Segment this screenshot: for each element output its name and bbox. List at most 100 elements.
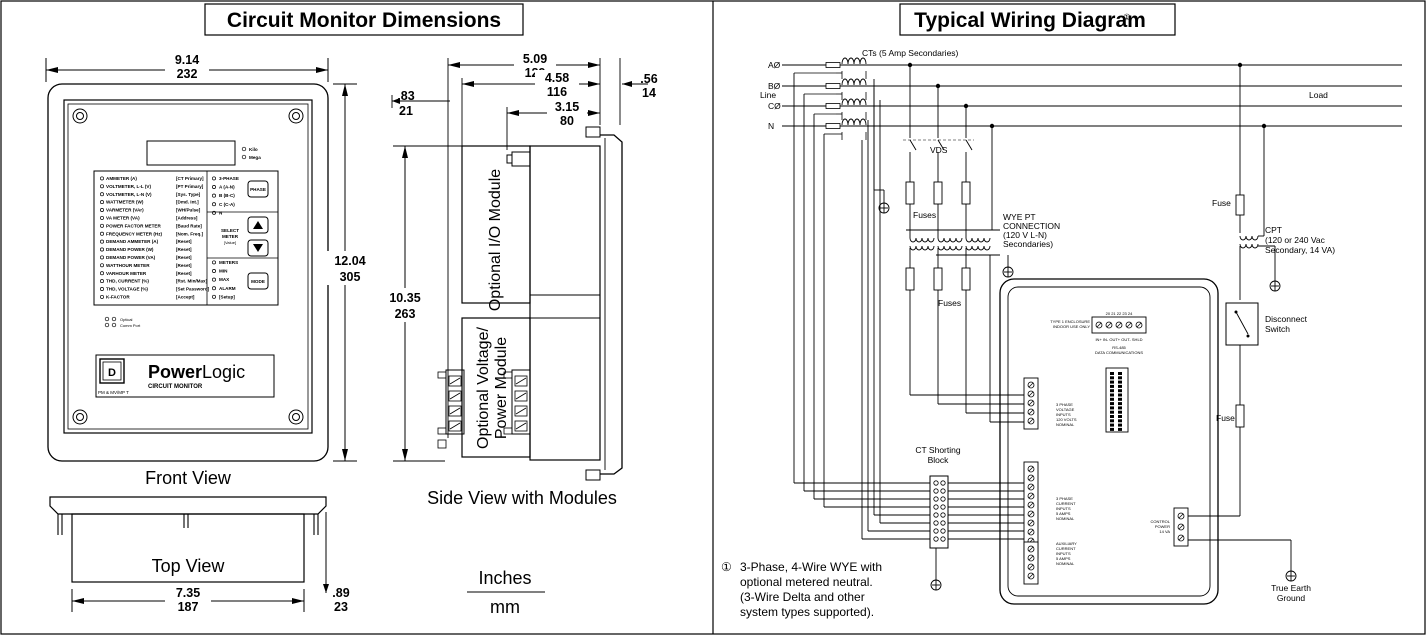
square-d-logo-inner <box>102 361 122 381</box>
left-title: Circuit Monitor Dimensions <box>227 9 501 32</box>
meter-param: [Address] <box>176 216 198 221</box>
pin-header-pin <box>1118 419 1122 423</box>
terminal-screw <box>1177 534 1185 542</box>
note-line-4: system types supported). <box>740 605 874 619</box>
units-mm: mm <box>490 597 520 617</box>
rs485-slot <box>1116 322 1122 328</box>
disconnect-line-2: Switch <box>1265 324 1290 334</box>
select-down-button[interactable] <box>247 239 269 257</box>
value-label: [Value] <box>224 240 236 245</box>
shorting-screw <box>933 480 939 486</box>
square-d-letter: D <box>108 367 116 379</box>
wye-pt-text: WYE PT CONNECTION (120 V L-N) Secondarie… <box>1003 212 1060 249</box>
shorting-screw <box>940 488 946 494</box>
side-body-dim-bg <box>547 99 587 127</box>
front-view-inner <box>67 103 309 430</box>
pin-header-pin <box>1118 415 1122 418</box>
meter-name: VOLTMETER, L-N (V) <box>106 192 152 197</box>
fuse-icon <box>905 181 915 205</box>
optical-label: Optical <box>120 317 133 322</box>
shorting-screw <box>940 528 946 534</box>
meter-param: [Reset] <box>176 263 192 268</box>
current-input-label: INPUTS <box>1056 506 1071 511</box>
display-window <box>146 140 236 166</box>
pin-header-pin <box>1110 427 1114 431</box>
ct-marker-2 <box>825 103 841 109</box>
fuse-label-1: Fuse <box>1212 198 1231 208</box>
enclosure-label-1: TYPE 1 ENCLOSURE <box>1050 319 1090 324</box>
ct-marker-3 <box>825 123 841 129</box>
mode-item: METERS <box>219 260 238 265</box>
wye-pt-line-2: CONNECTION <box>1003 221 1060 231</box>
cts-label: CTs (5 Amp Secondaries) <box>862 48 959 58</box>
aux-input-label: INPUTS <box>1056 551 1071 556</box>
shorting-screw <box>940 536 946 542</box>
fuses-label-2: Fuses <box>938 298 961 308</box>
pin-header-pin <box>1118 380 1122 384</box>
rs485-slot <box>1136 322 1142 328</box>
phase-label-2: CØ <box>768 101 781 111</box>
phase-button[interactable] <box>247 180 269 198</box>
ground-icon <box>878 202 890 214</box>
height-arrow-top <box>342 84 348 96</box>
voltage-input-label: 3 PHASE <box>1056 402 1073 407</box>
rs485-label-2: DATA COMMUNICATIONS <box>1095 350 1143 355</box>
terminal-slot <box>1028 493 1034 499</box>
terminal-screw <box>1027 572 1035 580</box>
meter-name: THD, CURRENT (%) <box>106 279 149 284</box>
brand-name: PowerLogic <box>148 362 245 382</box>
mode-button[interactable] <box>247 272 269 290</box>
pin-header-pin <box>1110 393 1114 397</box>
front-screw-tl <box>72 108 88 124</box>
side-height-arrow-bottom <box>402 449 408 461</box>
terminal-tab <box>437 371 447 379</box>
phase-label-0: AØ <box>768 60 781 70</box>
ct-coil-icon <box>841 98 867 106</box>
meter-param: [Sys. Type] <box>176 192 201 197</box>
vds-blade <box>937 139 945 151</box>
right-title-mark: ① <box>1123 12 1131 22</box>
meter-led <box>100 231 104 236</box>
pin-header-pin <box>1118 389 1122 393</box>
terminal-screw <box>448 420 462 432</box>
height-inches: 12.04 <box>334 254 365 268</box>
mode-item: MIN <box>219 269 228 274</box>
shorting-screw <box>940 512 946 518</box>
shorting-screw <box>940 480 946 486</box>
main-body-side <box>529 145 601 461</box>
side-body-arrow-left <box>507 110 519 116</box>
terminal-slot <box>1178 535 1184 541</box>
pin-header-pin <box>1110 376 1114 380</box>
pin-header-pin <box>1118 372 1122 375</box>
meter-param: [PT Primary] <box>176 184 204 189</box>
terminal-screw <box>448 390 462 402</box>
optical-port-led-2 <box>111 316 117 322</box>
select-up-button[interactable] <box>247 216 269 234</box>
rs485-screw <box>1105 321 1113 329</box>
terminal-screw <box>1027 465 1035 473</box>
pin-header-pin <box>1110 397 1114 401</box>
rs485-slot <box>1096 322 1102 328</box>
side-total-inches: 5.09 <box>523 52 547 66</box>
wye-pt-line-3: (120 V L-N) <box>1003 230 1047 240</box>
shorting-screw <box>933 520 939 526</box>
front-screw-tr <box>288 108 304 124</box>
meter-name: VARHOUR METER <box>106 271 147 276</box>
pin-header-pin <box>1118 384 1122 388</box>
disconnect-switch[interactable] <box>1225 302 1259 346</box>
load-label: Load <box>1309 90 1328 100</box>
side-height-mm: 263 <box>395 307 416 321</box>
side-total-arrow-left <box>448 62 460 68</box>
meter-led <box>100 239 104 244</box>
select-label: SELECT <box>221 228 239 233</box>
left-title-box <box>204 3 524 36</box>
terminal-screw <box>1027 390 1035 398</box>
meter-led <box>100 263 104 268</box>
meter-name: DEMAND POWER (W) <box>106 247 154 252</box>
units-inches: Inches <box>478 568 531 588</box>
terminal-slot <box>515 392 527 400</box>
fuse-icon <box>961 181 971 205</box>
side-bezel <box>600 134 623 475</box>
side-terminal-left <box>445 369 465 435</box>
